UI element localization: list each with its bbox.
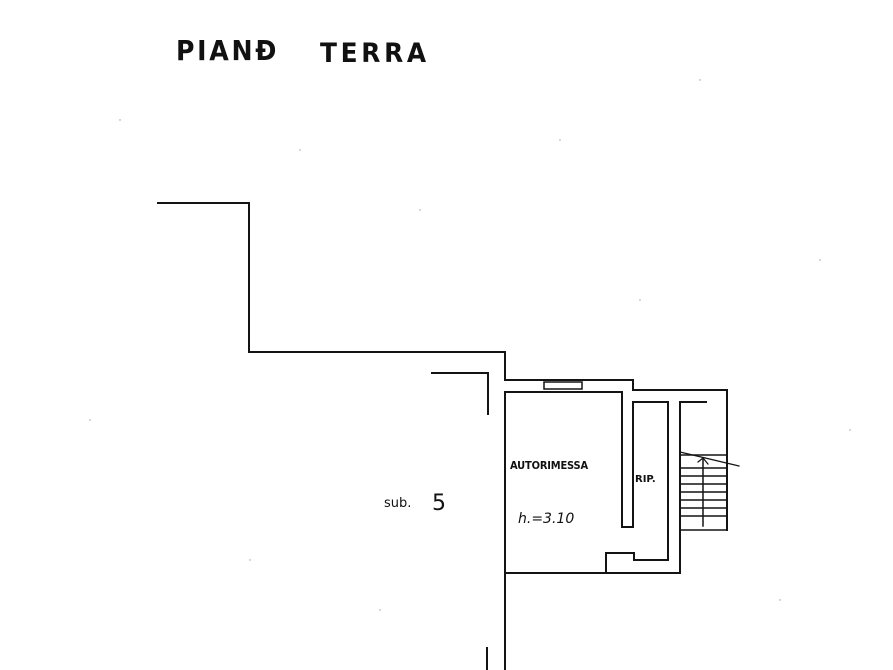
outer-bottom	[504, 401, 707, 574]
title-word-terra: TERRA	[320, 38, 430, 69]
inner-wall-line	[431, 372, 489, 415]
sub-label: sub.	[384, 496, 412, 511]
building-outline	[157, 202, 728, 531]
sub-number: 5	[432, 491, 446, 516]
ceiling-height-label: h.=3.10	[518, 511, 575, 527]
room-label-storage: RIP.	[635, 474, 656, 485]
garage-wall-top	[504, 391, 669, 561]
top-window	[543, 381, 583, 390]
stair-arrow	[679, 451, 740, 467]
garage-wall-bottom	[504, 552, 669, 574]
title-word-piano: PIANĐ	[176, 34, 280, 67]
room-label-garage: AUTORIMESSA	[510, 459, 588, 472]
